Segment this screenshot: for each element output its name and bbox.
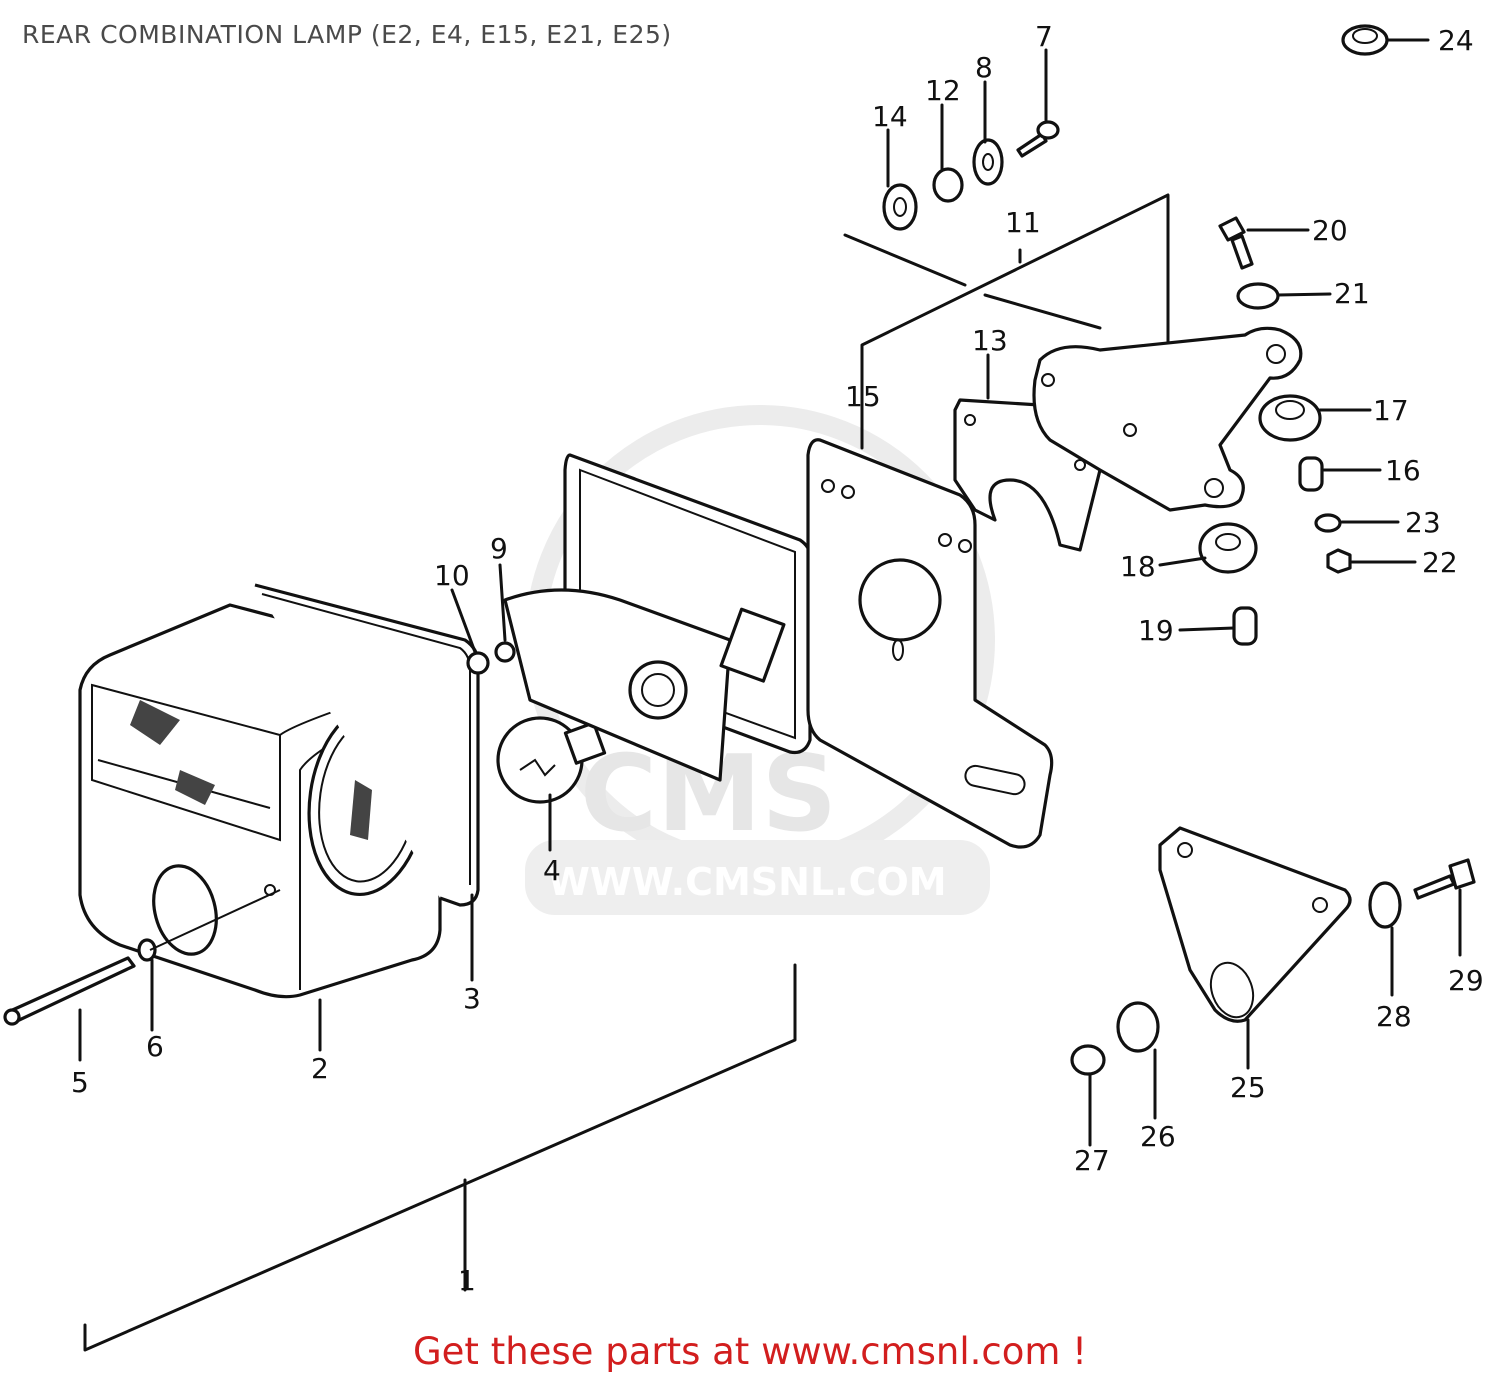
part-number-7: 7 bbox=[1035, 20, 1053, 53]
part-number-10: 10 bbox=[434, 559, 470, 592]
base-plate bbox=[806, 438, 1054, 849]
part-number-29: 29 bbox=[1448, 964, 1484, 997]
lamp-socket bbox=[503, 453, 812, 782]
part-number-22: 22 bbox=[1422, 546, 1458, 579]
part-number-16: 16 bbox=[1385, 454, 1421, 487]
diagram-title: REAR COMBINATION LAMP (E2, E4, E15, E21,… bbox=[22, 20, 672, 49]
part-number-24: 24 bbox=[1438, 24, 1474, 57]
part-number-18: 18 bbox=[1120, 550, 1156, 583]
part-number-20: 20 bbox=[1312, 214, 1348, 247]
hardware-items bbox=[882, 24, 1476, 1076]
nut-and-washer bbox=[466, 641, 516, 675]
part-number-6: 6 bbox=[146, 1030, 164, 1063]
part-number-17: 17 bbox=[1373, 394, 1409, 427]
svg-text:WWW.CMSNL.COM: WWW.CMSNL.COM bbox=[548, 860, 947, 904]
part-1-group-bracket bbox=[83, 963, 797, 1352]
part-11-group-bracket bbox=[843, 193, 1170, 422]
part-number-1: 1 bbox=[458, 1264, 476, 1297]
part-number-25: 25 bbox=[1230, 1071, 1266, 1104]
part-number-28: 28 bbox=[1376, 1000, 1412, 1033]
part-number-11: 11 bbox=[1005, 206, 1041, 239]
part-number-14: 14 bbox=[872, 100, 908, 133]
part-number-27: 27 bbox=[1074, 1144, 1110, 1177]
part-number-19: 19 bbox=[1138, 614, 1174, 647]
part-number-8: 8 bbox=[975, 51, 993, 84]
part-number-13: 13 bbox=[972, 324, 1008, 357]
part-number-2: 2 bbox=[311, 1052, 329, 1085]
part-number-26: 26 bbox=[1140, 1120, 1176, 1153]
part-number-4: 4 bbox=[543, 854, 561, 887]
part-number-23: 23 bbox=[1405, 506, 1441, 539]
leader-lines bbox=[78, 38, 1462, 1147]
footer-link-text[interactable]: Get these parts at www.cmsnl.com ! bbox=[412, 1330, 1087, 1373]
part-number-5: 5 bbox=[71, 1066, 89, 1099]
bulb bbox=[496, 716, 607, 804]
part-number-9: 9 bbox=[490, 532, 508, 565]
part-number-3: 3 bbox=[463, 982, 481, 1015]
part-number-labels: 1 2 3 4 5 6 7 8 9 10 11 12 13 14 15 16 1… bbox=[71, 20, 1484, 1297]
screw-and-washer bbox=[3, 889, 281, 1026]
mounting-bracket bbox=[1032, 326, 1303, 512]
part-number-12: 12 bbox=[925, 74, 961, 107]
part-number-21: 21 bbox=[1334, 277, 1370, 310]
part-number-15: 15 bbox=[845, 380, 881, 413]
